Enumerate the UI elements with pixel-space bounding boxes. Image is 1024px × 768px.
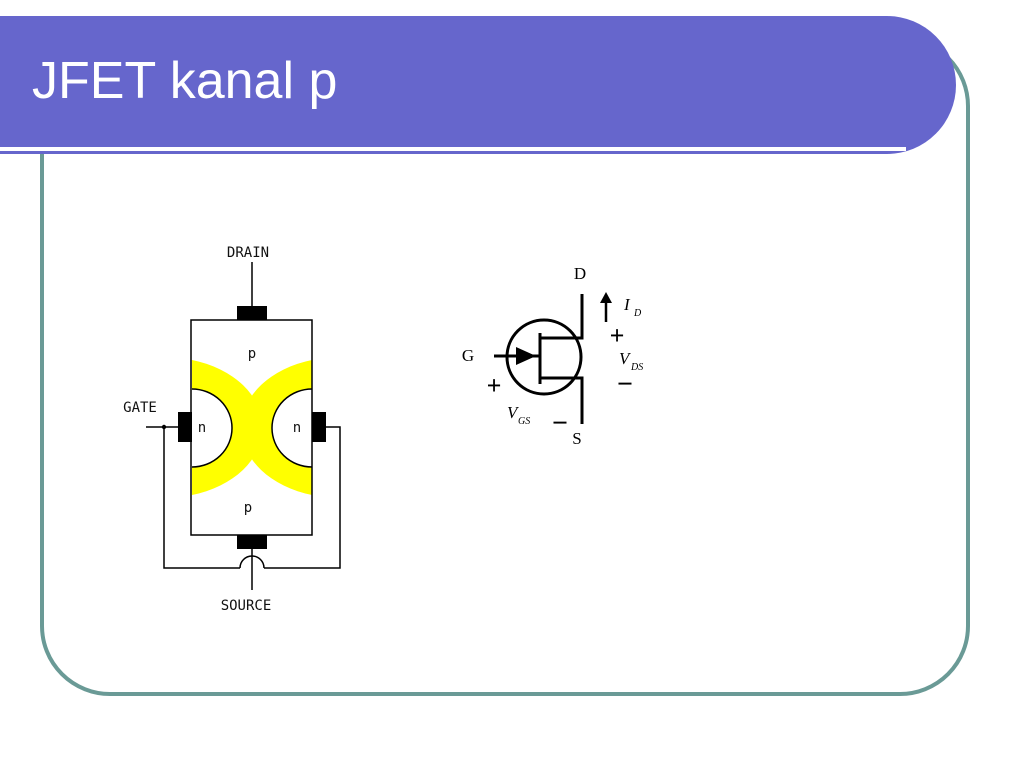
id-label-main: I [623, 295, 631, 314]
n-region-left [191, 388, 233, 468]
region-label-bottom: p [244, 500, 252, 516]
id-label-sub: D [633, 308, 642, 319]
drain-terminal [540, 294, 584, 340]
gate-contact-left [178, 412, 192, 442]
n-region-right [271, 388, 313, 468]
jfet-structure: DRAIN GATE SOURCE p p n n [123, 245, 341, 614]
vds-label-sub: DS [630, 362, 643, 373]
source-label: SOURCE [221, 598, 272, 614]
gate-return-right [264, 426, 341, 569]
region-label-n-left: n [198, 420, 206, 436]
source-contact [237, 535, 267, 549]
gate-label: GATE [123, 400, 157, 416]
slide-title: JFET kanal p [32, 52, 338, 110]
jfet-symbol: D G S I D + V DS − + V GS − [462, 264, 643, 448]
symbol-gate-label: G [462, 346, 474, 365]
vgs-label-sub: GS [518, 416, 530, 427]
vgs-label-main: V [507, 403, 520, 422]
symbol-drain-label: D [574, 264, 586, 283]
vgs-minus: − [552, 408, 568, 439]
current-arrow-icon [600, 292, 612, 303]
vds-minus: − [617, 369, 633, 400]
vds-label-main: V [619, 349, 632, 368]
gate-arrow-icon [516, 347, 536, 365]
source-terminal [540, 376, 584, 424]
title-underline [0, 147, 906, 151]
vgs-plus: + [487, 371, 502, 400]
gate-return-left [163, 427, 240, 569]
title-band [0, 16, 956, 154]
vds-plus: + [610, 321, 625, 350]
region-label-n-right: n [293, 420, 301, 436]
symbol-source-label: S [572, 429, 581, 448]
drain-contact [237, 306, 267, 320]
wire-crossover [239, 555, 265, 569]
gate-contact-right [312, 412, 326, 442]
drain-label: DRAIN [227, 245, 269, 261]
region-label-top: p [248, 346, 256, 362]
